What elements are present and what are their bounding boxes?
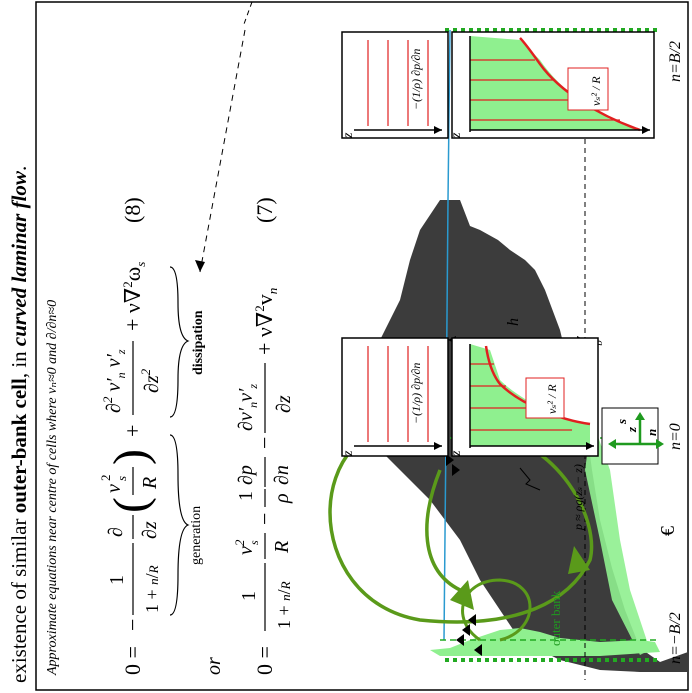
svg-text:∂z2: ∂z2 bbox=[138, 368, 163, 393]
svg-text:+ ν∇2vn: + ν∇2vn bbox=[252, 288, 280, 355]
svg-text:s: s bbox=[614, 419, 629, 425]
inset-right-velocity: z vₛ² / R bbox=[449, 337, 599, 457]
leader-line bbox=[199, 29, 246, 273]
svg-text:+: + bbox=[120, 425, 145, 437]
approx-note: Approximate equations near centre of cel… bbox=[45, 300, 60, 676]
cell-arrow-2 bbox=[450, 580, 474, 610]
svg-text:z: z bbox=[449, 450, 464, 457]
svg-text:∂v′nv′z: ∂v′nv′z bbox=[235, 384, 260, 431]
svg-text:1: 1 bbox=[235, 491, 257, 501]
svg-text:(8): (8) bbox=[120, 197, 145, 223]
svg-text:+ ν∇2ωs: + ν∇2ωs bbox=[120, 262, 148, 331]
svg-text:z: z bbox=[341, 450, 356, 457]
centerline-symbol-bottom: € bbox=[657, 526, 679, 536]
inset-right-pressure: z −(1/ρ) ∂p/∂n bbox=[341, 337, 449, 457]
inset-left-velocity: z vₛ² / R bbox=[449, 31, 655, 139]
svg-text:∂z: ∂z bbox=[273, 395, 295, 413]
svg-text:(7): (7) bbox=[252, 197, 277, 223]
outer-bank-green bbox=[430, 628, 660, 656]
svg-text:s: s bbox=[114, 476, 129, 481]
water-surface bbox=[443, 29, 451, 641]
svg-text:∂: ∂ bbox=[105, 527, 127, 537]
svg-text:1: 1 bbox=[106, 575, 128, 585]
svg-text:2: 2 bbox=[98, 475, 113, 482]
svg-text:(: ( bbox=[104, 497, 157, 513]
svg-text:z: z bbox=[624, 426, 639, 433]
svg-text:−: − bbox=[252, 513, 277, 525]
figure-frame bbox=[35, 1, 689, 691]
pressure-label: p ≈ ρg(zₛ − z) bbox=[571, 464, 585, 531]
outer-bank-cell bbox=[461, 578, 532, 642]
circulation-cell-main bbox=[328, 418, 594, 624]
svg-text:s: s bbox=[247, 540, 261, 545]
leader-arrow bbox=[195, 260, 205, 272]
svg-text:−: − bbox=[252, 437, 277, 449]
svg-text:z: z bbox=[449, 132, 464, 139]
svg-text:−(1/ρ) ∂p/∂n: −(1/ρ) ∂p/∂n bbox=[409, 363, 423, 424]
svg-text:R: R bbox=[139, 477, 161, 490]
equation-8: 0 = − 1 1 + n/R ∂ ∂z ( v 2 s R ) + ∂2 v′… bbox=[98, 197, 206, 675]
n-zero-label: n=0 bbox=[667, 423, 684, 450]
near-bed-green bbox=[585, 420, 650, 655]
or-label: or bbox=[203, 657, 225, 675]
coordinate-triad: z s n bbox=[601, 407, 664, 465]
inset-left-pressure: z −(1/ρ) ∂p/∂n bbox=[341, 31, 449, 139]
svg-text:v: v bbox=[103, 484, 125, 493]
n-neg-label: n=−B/2 bbox=[667, 612, 684, 664]
leader-line-top bbox=[243, 1, 253, 25]
svg-text:1 + n/R: 1 + n/R bbox=[274, 581, 294, 629]
svg-text:): ) bbox=[104, 449, 157, 465]
outer-bank-label: outer bank bbox=[548, 590, 563, 646]
equation-7: 0 = 1 1 + n/R v2 s R − 1 ρ ∂p ∂n − ∂v′nv… bbox=[232, 197, 295, 675]
svg-text:∂p: ∂p bbox=[235, 465, 257, 485]
svg-text:generation: generation bbox=[189, 506, 204, 565]
svg-text:1: 1 bbox=[238, 591, 260, 601]
svg-text:vₛ² / R: vₛ² / R bbox=[589, 76, 603, 106]
n-pos-label: n=B/2 bbox=[667, 41, 684, 82]
svg-text:1 + n/R: 1 + n/R bbox=[142, 565, 162, 613]
svg-text:z: z bbox=[341, 132, 356, 139]
depth-label: h bbox=[505, 318, 522, 326]
svg-text:∂2 v′n v′z: ∂2 v′n v′z bbox=[100, 349, 128, 413]
svg-text:−: − bbox=[120, 619, 145, 631]
svg-text:dissipation: dissipation bbox=[191, 310, 206, 375]
svg-text:0 =: 0 = bbox=[252, 646, 277, 675]
caption: existence of similar outer-bank cell, in… bbox=[7, 166, 31, 683]
svg-text:R: R bbox=[271, 541, 293, 554]
svg-text:0 =: 0 = bbox=[120, 646, 145, 675]
velocity-arrows-outer bbox=[456, 614, 482, 656]
svg-text:∂z: ∂z bbox=[139, 521, 161, 539]
svg-text:vₛ² / R: vₛ² / R bbox=[545, 384, 559, 414]
svg-text:ρ: ρ bbox=[271, 493, 293, 504]
cell-arrow-3 bbox=[568, 546, 590, 574]
svg-text:n: n bbox=[644, 429, 659, 436]
svg-text:∂n: ∂n bbox=[271, 465, 293, 485]
svg-text:−(1/ρ) ∂p/∂n: −(1/ρ) ∂p/∂n bbox=[409, 49, 423, 110]
